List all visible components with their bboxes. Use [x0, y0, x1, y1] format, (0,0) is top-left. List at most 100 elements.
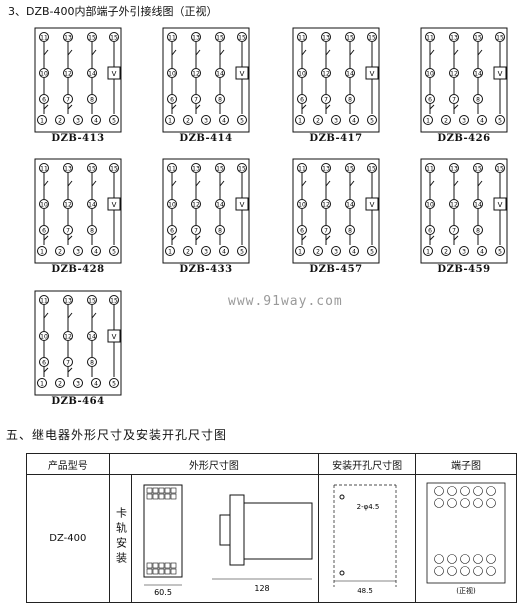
wiring-diagram: 11 13 15 15 10 12 14 V 6 7 8 1	[34, 290, 122, 407]
wiring-diagram-svg: 11 13 15 15 10 12 14 V 6 7 8 1	[34, 290, 122, 396]
coil-label: V	[498, 201, 503, 209]
terminal-number: 2	[316, 118, 320, 125]
top-terminals: 11 13 15 15	[297, 32, 377, 42]
terminal-number: 2	[316, 249, 320, 256]
terminal-number: 3	[76, 249, 80, 256]
header-model: 产品型号	[26, 453, 110, 475]
terminal-number: 6	[42, 360, 46, 367]
wiring-diagram: 11 13 15 15 10 12 14 V 6 7 8 1	[162, 27, 250, 144]
terminal-number: 3	[334, 118, 338, 125]
terminal-number: 10	[298, 71, 306, 78]
terminal-number: 6	[170, 97, 174, 104]
section3-heading: 3、DZB-400内部端子外引接线图（正视）	[8, 5, 218, 18]
wiring-diagram-svg: 11 13 15 15 10 12 14 V 6 7 8 1	[292, 27, 380, 133]
terminal-number: 2	[444, 249, 448, 256]
terminal-number: 2	[58, 381, 62, 388]
terminal-number: 4	[94, 118, 98, 125]
terminal-number: 7	[324, 97, 328, 104]
terminal-number: 14	[88, 334, 96, 341]
coil-label: V	[498, 70, 503, 78]
terminal-number: 5	[370, 249, 374, 256]
wiring-diagram: 11 13 15 15 10 12 14 V 6 7 8 1	[34, 158, 122, 275]
terminal-circle	[460, 486, 470, 496]
wiring-diagram: 11 13 15 15 10 12 14 V 6 7 8 1	[34, 27, 122, 144]
terminal-number: 6	[42, 97, 46, 104]
wiring-diagram: 11 13 15 15 10 12 14 V 6 7 8 1	[162, 158, 250, 275]
terminal-number: 10	[298, 202, 306, 209]
coil-label: V	[112, 70, 117, 78]
terminal-number: 14	[216, 71, 224, 78]
terminal-number: 15	[88, 35, 96, 42]
terminal-number: 15	[110, 298, 118, 305]
terminal-number: 4	[94, 381, 98, 388]
wiring-diagram-svg: 11 13 15 15 10 12 14 V 6 7 8 1	[162, 27, 250, 133]
terminal-circle	[460, 554, 470, 564]
terminal-number: 1	[168, 249, 172, 256]
coil-label: V	[240, 70, 245, 78]
model-cell: DZ-400	[26, 474, 110, 603]
terminal-number: 10	[426, 202, 434, 209]
terminal-number: 4	[480, 249, 484, 256]
wiring-diagram-svg: 11 13 15 15 10 12 14 V 6 7 8 1	[292, 158, 380, 264]
terminal-number: 10	[40, 202, 48, 209]
terminal-number: 8	[218, 228, 222, 235]
terminal-number: 14	[88, 202, 96, 209]
terminal-number: 8	[90, 97, 94, 104]
terminal-number: 11	[298, 166, 306, 173]
terminal-number: 12	[322, 71, 330, 78]
terminal-number: 11	[40, 35, 48, 42]
terminal-number: 14	[216, 202, 224, 209]
terminal-number: 13	[192, 35, 200, 42]
terminal-circle	[434, 498, 444, 508]
terminal-number: 12	[64, 202, 72, 209]
terminal-number: 15	[88, 298, 96, 305]
terminal-number: 8	[348, 228, 352, 235]
header-hole: 安装开孔尺寸图	[318, 453, 417, 475]
terminal-number: 1	[298, 249, 302, 256]
terminal-number: 10	[168, 71, 176, 78]
terminal-number: 1	[40, 381, 44, 388]
terminal-number: 15	[346, 166, 354, 173]
terminal-number: 13	[64, 166, 72, 173]
terminal-number: 1	[168, 118, 172, 125]
terminal-number: 6	[170, 228, 174, 235]
terminal-number: 13	[64, 298, 72, 305]
terminal-number: 13	[322, 166, 330, 173]
terminal-number: 12	[192, 202, 200, 209]
terminal-number: 3	[334, 249, 338, 256]
spec-table: 产品型号 外形尺寸图 安装开孔尺寸图 端子图 DZ-400 卡轨安装 60.5	[26, 453, 517, 603]
terminal-number: 15	[110, 35, 118, 42]
terminal-number: 5	[112, 249, 116, 256]
watermark: www.91way.com	[228, 294, 343, 309]
terminal-number: 12	[64, 71, 72, 78]
terminal-number: 15	[216, 166, 224, 173]
coil-label: V	[370, 201, 375, 209]
terminal-number: 1	[426, 249, 430, 256]
coil-label: V	[112, 333, 117, 341]
terminal-number: 12	[192, 71, 200, 78]
hole-svg: 2-φ4.5 48.5	[333, 484, 397, 595]
dim-width: 60.5	[154, 588, 172, 597]
wiring-diagram-svg: 11 13 15 15 10 12 14 V 6 7 8 1	[420, 27, 508, 133]
diagram-caption: DZB-417	[309, 133, 363, 144]
terminal-circle	[486, 554, 496, 564]
terminal-number: 10	[426, 71, 434, 78]
terminal-number: 13	[450, 35, 458, 42]
terminal-number: 7	[452, 97, 456, 104]
terminal-number: 11	[40, 298, 48, 305]
terminal-number: 7	[324, 228, 328, 235]
terminal-circle	[473, 486, 483, 496]
terminal-number: 1	[40, 249, 44, 256]
terminal-number: 8	[90, 228, 94, 235]
wiring-diagram: 11 13 15 15 10 12 14 V 6 7 8 1	[292, 158, 380, 275]
terminal-number: 7	[66, 97, 70, 104]
top-terminals: 11 13 15 15	[167, 163, 247, 173]
terminal-number: 15	[474, 35, 482, 42]
terminal-circle	[434, 486, 444, 496]
wiring-diagram: 11 13 15 15 10 12 14 V 6 7 8 1	[292, 27, 380, 144]
terminal-number: 14	[474, 71, 482, 78]
terminal-number: 4	[480, 118, 484, 125]
terminal-number: 7	[194, 228, 198, 235]
wiring-diagram: 11 13 15 15 10 12 14 V 6 7 8 1	[420, 158, 508, 275]
terminal-number: 15	[368, 35, 376, 42]
